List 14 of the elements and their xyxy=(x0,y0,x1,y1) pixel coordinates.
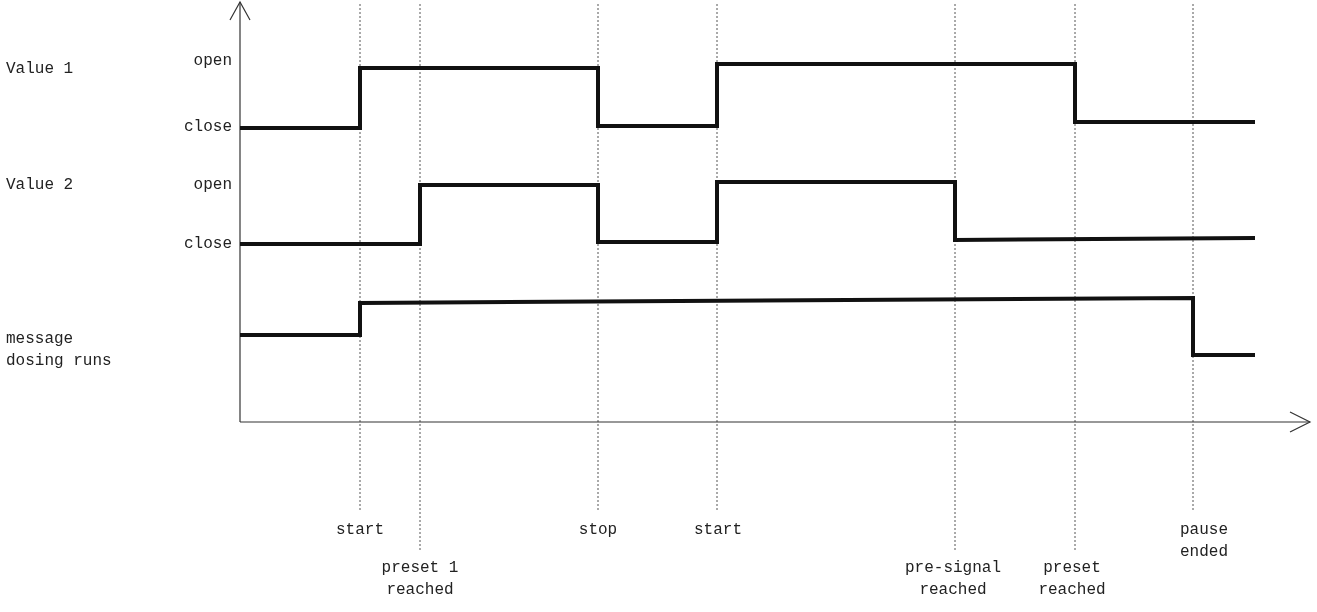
state-label: close xyxy=(183,117,232,138)
state-label: open xyxy=(192,51,232,72)
event-label: stop xyxy=(577,520,619,541)
state-label: open xyxy=(192,175,232,196)
state-label: close xyxy=(183,234,232,255)
signal-name: message dosing runs xyxy=(6,329,113,372)
signal-name: Value 1 xyxy=(6,59,75,80)
signal-name: Value 2 xyxy=(6,175,75,196)
event-label: preset 1 reached xyxy=(380,558,460,601)
event-label: start xyxy=(693,520,743,541)
event-label: preset reached xyxy=(1037,558,1107,601)
event-label: pause ended xyxy=(1179,520,1229,563)
event-label: pre-signal reached xyxy=(904,558,1002,601)
event-label: start xyxy=(335,520,385,541)
